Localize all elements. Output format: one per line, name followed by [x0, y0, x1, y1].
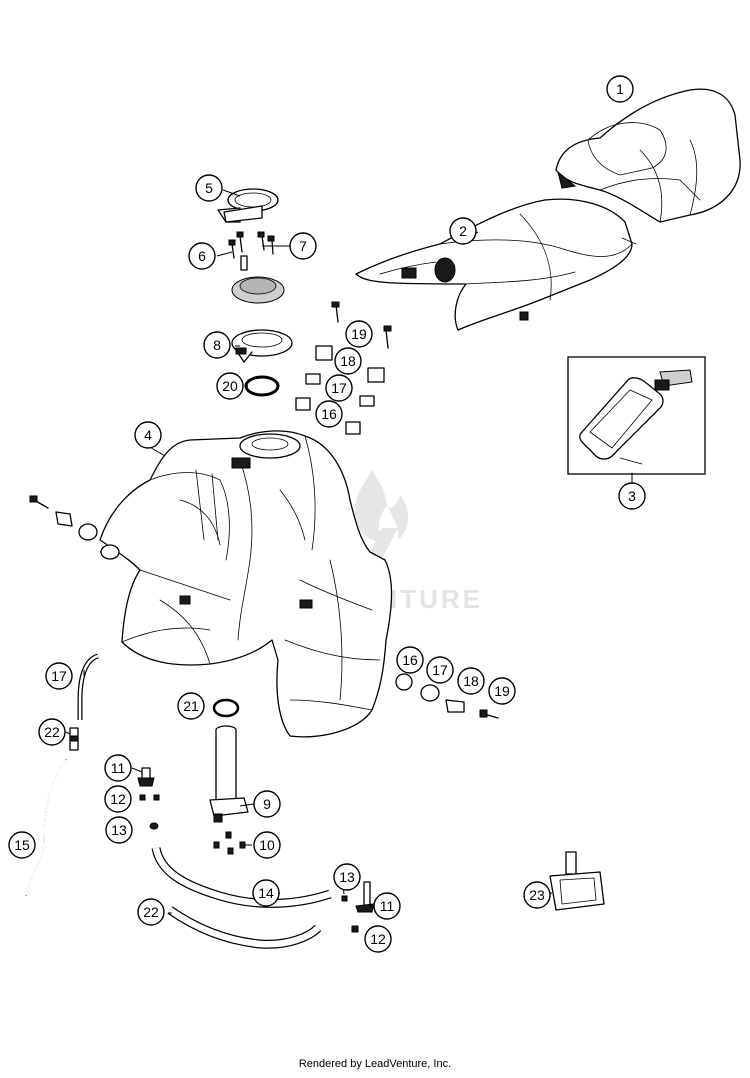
- hose-15: [25, 759, 67, 896]
- callout-14: 14: [252, 879, 280, 907]
- callout-17-right: 17: [426, 656, 454, 684]
- svg-text:14: 14: [258, 885, 274, 901]
- svg-text:19: 19: [351, 326, 367, 342]
- svg-text:15: 15: [14, 837, 30, 853]
- hose-14: [152, 847, 332, 907]
- watermark-flame-icon: [354, 470, 409, 542]
- svg-text:17: 17: [331, 380, 347, 396]
- svg-text:23: 23: [529, 887, 545, 903]
- callout-9: 9: [253, 790, 281, 818]
- svg-text:3: 3: [628, 488, 636, 504]
- callout-4: 4: [134, 421, 162, 449]
- callout-12-right: 12: [364, 925, 392, 953]
- fuel-cap: [231, 276, 285, 304]
- svg-text:19: 19: [494, 683, 510, 699]
- svg-text:18: 18: [340, 353, 356, 369]
- svg-text:4: 4: [144, 427, 152, 443]
- svg-text:12: 12: [110, 791, 126, 807]
- callout-17-left: 17: [45, 662, 73, 690]
- mount-hardware-right: [395, 673, 499, 719]
- svg-text:9: 9: [263, 796, 271, 812]
- callout-7: 7: [289, 232, 317, 260]
- svg-text:13: 13: [111, 822, 127, 838]
- callout-22-left: 22: [38, 718, 66, 746]
- svg-text:2: 2: [459, 223, 467, 239]
- seal-ring-21: [212, 698, 240, 718]
- callout-16-upper: 16: [315, 400, 343, 428]
- callout-17-upper: 17: [325, 374, 353, 402]
- svg-text:17: 17: [51, 668, 67, 684]
- callout-12-left: 12: [104, 785, 132, 813]
- callout-2: 2: [449, 217, 477, 245]
- svg-text:6: 6: [198, 248, 206, 264]
- callout-23: 23: [523, 881, 551, 909]
- svg-text:20: 20: [222, 378, 238, 394]
- fuel-tank: [99, 430, 393, 738]
- callout-13-right: 13: [333, 863, 361, 891]
- callout-3: 3: [618, 482, 646, 510]
- mount-hardware-left: [29, 495, 120, 560]
- fittings-right: [341, 881, 375, 933]
- pillion-seat: [555, 88, 741, 223]
- callout-19-right: 19: [488, 677, 516, 705]
- callout-22-bottom: 22: [137, 898, 165, 926]
- svg-text:5: 5: [205, 180, 213, 196]
- svg-text:17: 17: [432, 662, 448, 678]
- callout-10: 10: [253, 831, 281, 859]
- damper-23: [549, 851, 605, 911]
- svg-text:22: 22: [143, 904, 159, 920]
- callout-20: 20: [216, 372, 244, 400]
- seal-ring-20: [244, 375, 280, 397]
- callout-16-right: 16: [396, 646, 424, 674]
- callout-18-upper: 18: [334, 347, 362, 375]
- callout-5: 5: [195, 174, 223, 202]
- svg-text:12: 12: [370, 931, 386, 947]
- svg-text:7: 7: [299, 238, 307, 254]
- callout-19-upper: 19: [345, 320, 373, 348]
- svg-text:13: 13: [339, 869, 355, 885]
- svg-text:11: 11: [380, 898, 395, 914]
- hose-17: [78, 654, 99, 720]
- svg-text:22: 22: [44, 724, 60, 740]
- callout-21: 21: [177, 692, 205, 720]
- fittings-left: [137, 767, 160, 830]
- footer-credit: Rendered by LeadVenture, Inc.: [298, 1058, 452, 1070]
- svg-text:18: 18: [463, 673, 479, 689]
- callout-18-right: 18: [457, 667, 485, 695]
- connector-22: [69, 727, 79, 751]
- tank-flange: [231, 329, 293, 363]
- screws-6-7: [228, 231, 275, 271]
- callout-8: 8: [203, 331, 231, 359]
- fuel-pump: [209, 725, 249, 823]
- svg-text:16: 16: [402, 652, 418, 668]
- kit-box: [567, 356, 706, 475]
- callout-11-left: 11: [104, 754, 132, 782]
- svg-text:8: 8: [213, 337, 221, 353]
- svg-text:10: 10: [259, 837, 275, 853]
- callout-11-right: 11: [373, 892, 401, 920]
- mount-hardware-upper: [295, 301, 392, 435]
- callout-13-left: 13: [105, 816, 133, 844]
- rider-seat: [355, 198, 637, 331]
- callout-15: 15: [8, 831, 36, 859]
- filler-bracket: [217, 188, 279, 223]
- callout-1: 1: [606, 75, 634, 103]
- svg-text:21: 21: [183, 698, 199, 714]
- callout-6: 6: [188, 242, 216, 270]
- hose-22: [168, 907, 321, 948]
- svg-text:1: 1: [616, 81, 624, 97]
- svg-text:11: 11: [111, 760, 126, 776]
- svg-text:16: 16: [321, 406, 337, 422]
- screws-10: [213, 831, 246, 855]
